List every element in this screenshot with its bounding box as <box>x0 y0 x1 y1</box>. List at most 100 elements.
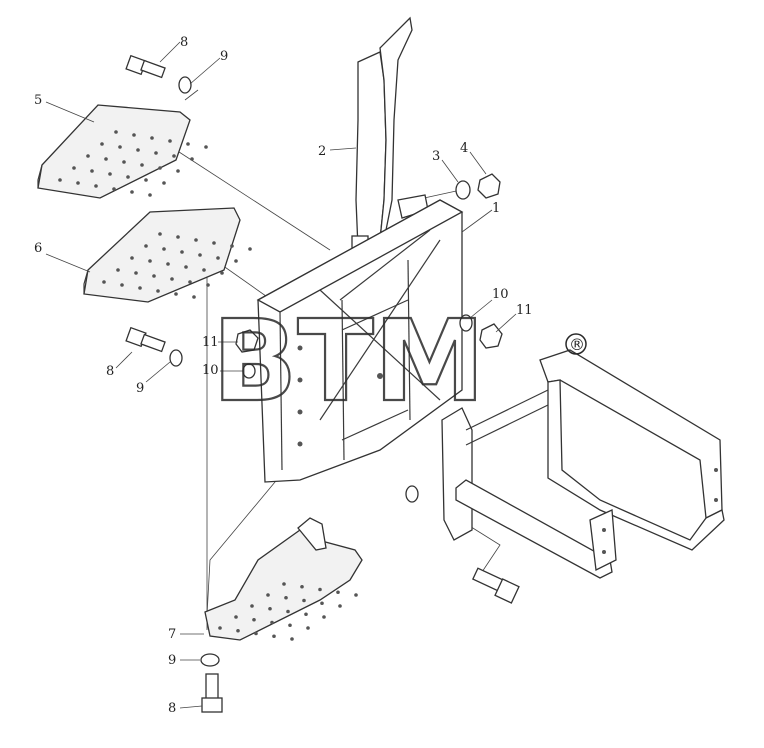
washer-3 <box>455 180 471 200</box>
assembly-lines <box>175 89 501 630</box>
perforation-hole <box>120 283 124 287</box>
perforation-hole <box>282 582 286 586</box>
perforation-hole <box>134 271 138 275</box>
perforation-hole <box>144 178 148 182</box>
perforation-hole <box>216 256 220 260</box>
perforation-hole <box>230 244 234 248</box>
bolt-bottom <box>201 673 223 713</box>
perforation-hole <box>168 139 172 143</box>
perforation-hole <box>194 238 198 242</box>
callout-label: 7 <box>168 627 176 642</box>
callout-label: 1 <box>492 201 500 216</box>
callout-label: 3 <box>432 149 440 164</box>
perforation-hole <box>186 142 190 146</box>
perforation-hole <box>148 193 152 197</box>
perforation-hole <box>198 253 202 257</box>
perforation-hole <box>176 169 180 173</box>
part-1-frame <box>256 199 464 483</box>
perforation-hole <box>126 175 130 179</box>
perforation-hole <box>170 277 174 281</box>
perforation-hole <box>144 244 148 248</box>
watermark-text: BTM <box>212 297 485 427</box>
perforation-hole <box>188 280 192 284</box>
perforation-hole <box>150 136 154 140</box>
bolt-mid-left <box>125 326 166 353</box>
perforation-hole <box>72 166 76 170</box>
perforation-hole <box>318 587 322 592</box>
perforation-hole <box>202 268 206 272</box>
perforation-hole <box>272 634 276 639</box>
perforation-hole <box>176 235 180 239</box>
callout-label: 8 <box>106 364 114 379</box>
part-6-step-plate <box>83 207 252 303</box>
perforation-hole <box>156 289 160 293</box>
right-step-frame <box>441 349 725 579</box>
callout-label: 10 <box>492 287 509 302</box>
perforation-hole <box>138 286 142 290</box>
perforation-hole <box>86 154 90 158</box>
perforation-hole <box>162 247 166 251</box>
perforation-hole <box>354 593 358 597</box>
callout-label: 9 <box>136 381 144 396</box>
registered-mark: ® <box>569 335 585 354</box>
perforation-hole <box>158 166 162 170</box>
perforation-hole <box>130 190 134 194</box>
perforation-hole <box>114 130 118 134</box>
perforation-hole <box>218 626 222 630</box>
watermark: BTM ® <box>211 296 587 428</box>
perforation-hole <box>290 637 294 641</box>
perforation-hole <box>284 595 288 600</box>
washer-mid-left <box>169 349 183 367</box>
nut-11-right <box>479 323 503 349</box>
perforation-hole <box>338 604 342 608</box>
washer-bottom <box>200 653 220 667</box>
perforation-hole <box>148 259 152 263</box>
part-5-step-plate <box>37 104 208 199</box>
part-7-step-plate <box>204 517 363 641</box>
perforation-hole <box>252 617 256 622</box>
perforation-hole <box>190 157 194 161</box>
registered-mark-circle <box>565 333 587 355</box>
nut-11-left <box>235 329 259 353</box>
perforation-hole <box>136 148 140 152</box>
perforation-hole <box>132 133 136 137</box>
perforation-hole <box>172 154 176 158</box>
perforation-hole <box>152 274 156 278</box>
perforation-hole <box>248 247 252 251</box>
perforation-hole <box>118 145 122 149</box>
perforation-hole <box>174 292 178 296</box>
perforation-hole <box>234 615 238 619</box>
perforation-hole <box>266 593 270 597</box>
perforation-hole <box>236 628 240 633</box>
perforation-hole <box>154 151 158 155</box>
perforation-hole <box>270 620 274 625</box>
washer-top-left <box>178 76 192 94</box>
perforation-hole <box>104 157 108 161</box>
perforation-hole <box>302 598 306 603</box>
callout-label: 10 <box>202 363 219 378</box>
callout-label: 9 <box>220 49 228 64</box>
perforation-hole <box>112 187 116 191</box>
perforation-hole <box>300 584 304 589</box>
callout-label: 8 <box>168 701 176 716</box>
perforation-hole <box>90 169 94 173</box>
perforation-hole <box>130 256 134 260</box>
perforation-hole <box>234 259 238 263</box>
perforation-hole <box>320 601 324 606</box>
perforation-hole <box>268 606 272 611</box>
perforation-hole <box>306 626 310 630</box>
perforation-hole <box>58 178 62 182</box>
callout-label: 5 <box>34 93 42 108</box>
perforation-hole <box>116 268 120 272</box>
perforation-hole <box>108 172 112 176</box>
perforation-hole <box>102 280 106 284</box>
perforation-hole <box>166 262 170 266</box>
hardware <box>125 54 520 713</box>
callout-label: 11 <box>516 303 533 318</box>
bolt-top-left <box>125 54 166 79</box>
perforation-hole <box>184 265 188 269</box>
perforation-hole <box>100 142 104 146</box>
perforation-hole <box>286 609 290 614</box>
perforation-hole <box>336 590 340 595</box>
